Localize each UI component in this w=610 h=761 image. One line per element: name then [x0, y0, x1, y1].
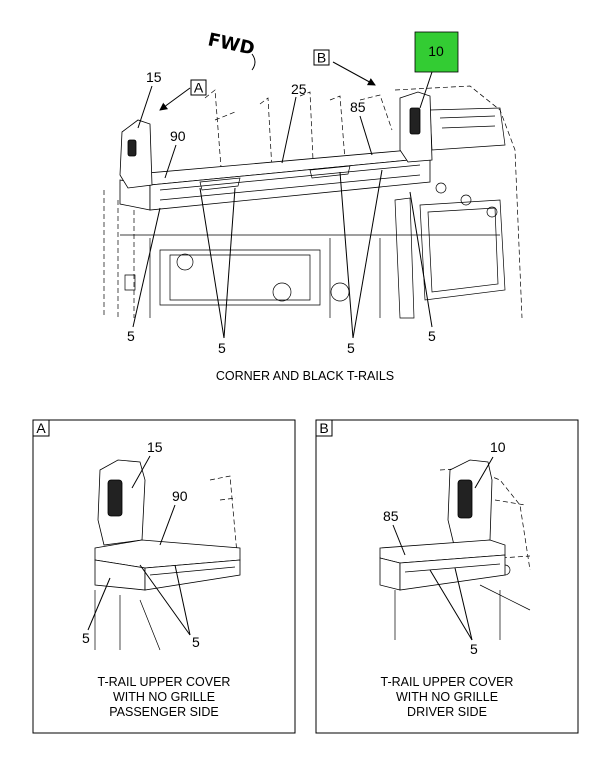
callout-85: 85 — [350, 99, 366, 115]
detail-a-caption-line-3: PASSENGER SIDE — [109, 705, 219, 719]
callout-5-c: 5 — [347, 340, 355, 356]
detail-a-caption-line-2: WITH NO GRILLE — [113, 690, 215, 704]
detail-b-caption-line-3: DRIVER SIDE — [407, 705, 487, 719]
view-a-tag-box — [190, 79, 207, 96]
detail-a-callout-90: 90 — [172, 488, 188, 504]
detail-a-drawing — [94, 459, 241, 651]
detail-b-tag: B — [319, 420, 328, 436]
detail-b-callout-10: 10 — [490, 439, 506, 455]
detail-b-frame — [315, 419, 579, 734]
main-caption: CORNER AND BLACK T-RAILS — [216, 369, 394, 383]
detail-a-callout-5-a: 5 — [82, 630, 90, 646]
detail-a-callout-5-b: 5 — [192, 634, 200, 650]
view-b-arrow — [332, 61, 376, 86]
callout-15: 15 — [146, 69, 162, 85]
leader-10 — [419, 71, 433, 109]
callout-90: 90 — [170, 128, 186, 144]
t-rail-drawing — [119, 149, 431, 211]
fwd-arrow-icon — [251, 53, 256, 71]
callout-25: 25 — [291, 81, 307, 97]
detail-b-caption-line-1: T-RAIL UPPER COVER — [381, 675, 514, 689]
detail-a-tag-box — [32, 419, 50, 437]
detail-b-tag-box — [315, 419, 333, 437]
view-a-arrow — [159, 87, 191, 111]
main-view: FWD — [103, 29, 523, 383]
detail-view-b: B 10 85 5 T-RAIL UPPER COVER WITH NO GRI… — [315, 419, 579, 734]
corner-cover-passenger-drawing — [119, 119, 153, 189]
highlight-callout-10 — [414, 31, 459, 73]
view-b-tag: B — [317, 50, 326, 66]
detail-a-callout-15: 15 — [147, 439, 163, 455]
fwd-label: FWD — [206, 29, 256, 59]
view-a-tag: A — [194, 80, 204, 96]
detail-b-callout-85: 85 — [383, 508, 399, 524]
callout-5-a: 5 — [127, 328, 135, 344]
detail-a-frame — [32, 419, 296, 734]
detail-a-caption-line-1: T-RAIL UPPER COVER — [98, 675, 231, 689]
cab-frame-drawing — [103, 85, 523, 319]
detail-view-a: A 15 90 5 5 T-RAIL UPPER COVER WITH NO G… — [32, 419, 296, 734]
view-b-tag-box — [313, 49, 330, 66]
detail-a-tag: A — [36, 420, 46, 436]
callout-5-d: 5 — [428, 328, 436, 344]
detail-b-callout-5: 5 — [470, 641, 478, 657]
callout-10: 10 — [428, 43, 444, 59]
detail-b-caption-line-2: WITH NO GRILLE — [396, 690, 498, 704]
detail-b-drawing — [379, 459, 531, 640]
callout-5-b: 5 — [218, 340, 226, 356]
corner-cover-driver-drawing — [399, 91, 433, 163]
